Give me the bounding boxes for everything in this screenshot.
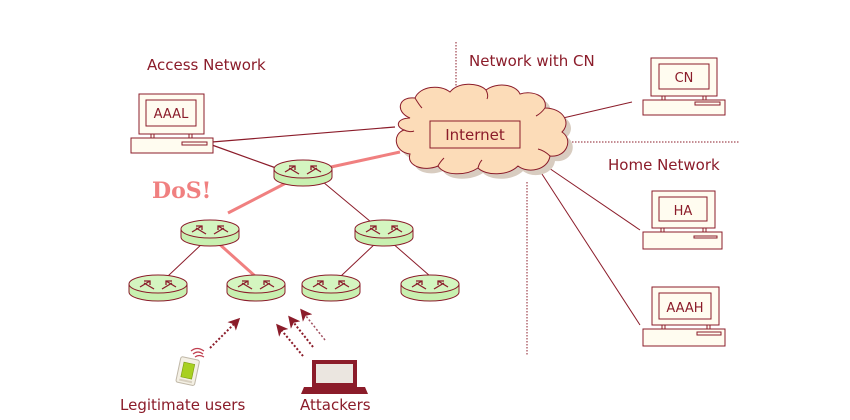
attackers-label: Attackers [300, 396, 371, 414]
traffic-arrows [209, 308, 326, 357]
link-router-top-internet[interactable] [330, 150, 401, 169]
router-mid-left[interactable] [180, 219, 240, 247]
legitimate-traffic-arrow [209, 317, 241, 349]
link-aaal-internet [211, 126, 396, 143]
link-aaal-router-top [211, 144, 277, 169]
router-bottom-4[interactable] [400, 274, 460, 302]
router-bottom-2[interactable] [226, 274, 286, 302]
attack-traffic-arrow-1 [276, 323, 304, 357]
computer-ha-label: HA [674, 204, 693, 219]
link-router-top-mid-left [227, 181, 287, 215]
link-mid-right-bottom-3 [340, 241, 378, 277]
legitimate-users-label: Legitimate users [120, 396, 245, 414]
router-bottom-3[interactable] [301, 274, 361, 302]
dos-label: DoS! [152, 178, 211, 204]
computer-ha[interactable]: HA [642, 190, 723, 250]
link-router-top-mid-right [322, 181, 372, 223]
attack-traffic-arrow-2 [288, 315, 314, 348]
computer-cn-label: CN [675, 71, 694, 86]
computer-aaah[interactable]: AAAH [642, 286, 726, 347]
home-network-label: Home Network [608, 156, 720, 174]
laptop-icon[interactable] [301, 360, 368, 394]
network-boundaries [455, 42, 740, 355]
link-mid-left-bottom-1 [167, 241, 205, 277]
link-internet-ha [545, 165, 641, 231]
computer-aaal[interactable]: AAAL [130, 93, 214, 154]
internet-label-box [429, 120, 521, 149]
link-mid-right-bottom-4 [390, 241, 431, 277]
access-network-label: Access Network [147, 56, 266, 74]
internet-label: Internet [445, 126, 505, 144]
router-bottom-1[interactable] [128, 274, 188, 302]
computer-aaah-label: AAAH [666, 301, 703, 316]
link-internet-cn [562, 101, 633, 119]
computer-aaal-label: AAAL [154, 107, 189, 122]
link-internet-aaah [539, 170, 641, 326]
router-top[interactable] [273, 159, 333, 187]
wireless-signal-icon [190, 347, 205, 358]
internet-cloud[interactable]: Internet [395, 83, 573, 179]
router-mid-right[interactable] [354, 219, 414, 247]
links [167, 101, 641, 326]
mobile-device-icon[interactable] [175, 347, 205, 386]
link-mid-left-bottom-2 [215, 240, 257, 278]
attack-traffic-arrow-3 [300, 308, 326, 341]
network-with-cn-label: Network with CN [469, 52, 595, 70]
computer-cn[interactable]: CN [642, 57, 726, 116]
